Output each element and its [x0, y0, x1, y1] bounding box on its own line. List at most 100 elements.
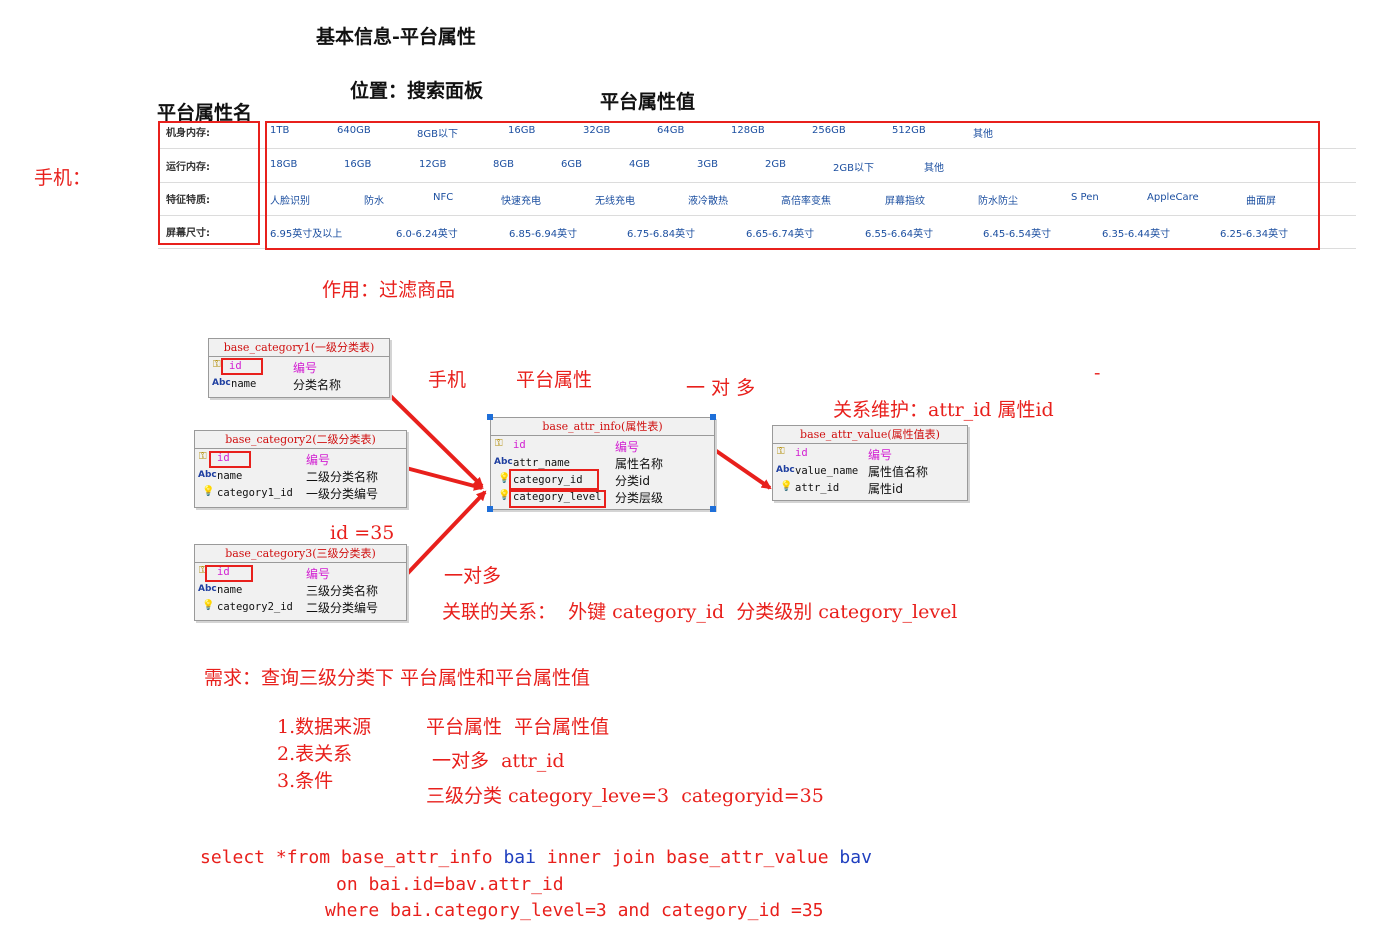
attr-value-link[interactable]: S Pen: [1071, 192, 1099, 203]
attr-value-link[interactable]: 18GB: [270, 159, 298, 170]
key-icon: ⚿: [777, 446, 785, 457]
attr-value-link[interactable]: 2GB以下: [833, 163, 874, 174]
field-desc: 属性id: [868, 482, 903, 496]
attr-name-highlight-box: [158, 121, 260, 245]
arrow-cat3-to-attr: [404, 490, 487, 577]
field-name: id: [217, 452, 230, 464]
entity-base-category1[interactable]: base_category1(一级分类表) ⚿ id 编号 Abc name 分…: [208, 338, 390, 398]
attr-value-link[interactable]: 6GB: [561, 159, 582, 170]
key-icon: ⚿: [213, 359, 221, 370]
attr-value-link[interactable]: 16GB: [344, 159, 372, 170]
attr-value-link[interactable]: 液冷散热: [688, 196, 728, 207]
field-desc: 二级分类编号: [306, 601, 379, 615]
attr-value-link[interactable]: 6.45-6.54英寸: [983, 229, 1052, 240]
attr-value-link[interactable]: NFC: [433, 192, 454, 203]
arrow-cat2-to-attr: [405, 466, 484, 491]
bulb-icon: 💡: [498, 490, 511, 501]
requirement-title: 需求：查询三级分类下 平台属性和平台属性值: [204, 667, 591, 689]
row-label: 特征特质:: [166, 195, 210, 206]
row-label: 屏幕尺寸:: [166, 228, 210, 239]
field-desc: 属性值名称: [868, 465, 929, 479]
attr-value-link[interactable]: 256GB: [812, 125, 846, 136]
field-desc: 分类名称: [293, 378, 342, 392]
abc-icon: Abc: [198, 470, 217, 480]
requirement-item: 3.条件: [277, 770, 334, 792]
bulb-icon: 💡: [202, 600, 215, 611]
attr-value-link[interactable]: 无线充电: [595, 196, 635, 207]
requirement-item: 2.表关系: [277, 743, 353, 765]
sql-text: *from base_attr_info: [265, 847, 504, 868]
attr-value-link[interactable]: 其他: [924, 163, 944, 174]
attr-value-link[interactable]: 6.55-6.64英寸: [865, 229, 934, 240]
attr-value-link[interactable]: 8GB: [493, 159, 514, 170]
attr-value-link[interactable]: 6.35-6.44英寸: [1102, 229, 1171, 240]
attr-value-link[interactable]: 128GB: [731, 125, 765, 136]
attr-value-link[interactable]: 6.95英寸及以上: [270, 229, 343, 240]
field-name: id: [217, 566, 230, 578]
attr-value-link[interactable]: 曲面屏: [1246, 196, 1276, 207]
selection-handle[interactable]: [710, 414, 716, 420]
attr-value-link[interactable]: 6.85-6.94英寸: [509, 229, 578, 240]
sql-line-3: where bai.category_level=3 and category_…: [325, 900, 824, 921]
attr-value-link[interactable]: 高倍率变焦: [781, 196, 831, 207]
key-icon: ⚿: [495, 438, 503, 449]
entity-title: base_attr_info(属性表): [491, 418, 714, 436]
sql-line-2: on bai.id=bav.attr_id: [336, 874, 564, 895]
annotation-relation: 关联的关系： 外键 category_id 分类级别 category_leve…: [442, 601, 958, 623]
field-desc: 属性名称: [615, 457, 664, 471]
field-name: attr_id: [795, 482, 840, 494]
attr-value-link[interactable]: 6.65-6.74英寸: [746, 229, 815, 240]
attr-value-link[interactable]: 12GB: [419, 159, 447, 170]
field-desc: 二级分类名称: [306, 470, 379, 484]
field-name: value_name: [795, 465, 859, 477]
entity-base-category3[interactable]: base_category3(三级分类表) ⚿ id 编号 Abc name 三…: [194, 544, 407, 621]
entity-base-category2[interactable]: base_category2(二级分类表) ⚿ id 编号 Abc name 二…: [194, 430, 407, 508]
phone-label: 手机：: [34, 167, 92, 189]
entity-title: base_category3(三级分类表): [195, 545, 406, 563]
requirement-answer: 三级分类 category_leve=3 categoryid=35: [426, 785, 824, 807]
attr-value-link[interactable]: 6.25-6.34英寸: [1220, 229, 1289, 240]
attr-value-link[interactable]: 快速充电: [501, 196, 541, 207]
field-name: id: [513, 439, 526, 451]
attr-value-link[interactable]: 1TB: [270, 125, 290, 136]
attr-value-link[interactable]: 3GB: [697, 159, 718, 170]
attr-value-link[interactable]: 640GB: [337, 125, 371, 136]
sql-text: inner join base_attr_value: [535, 847, 840, 868]
category-level-highlight: [509, 490, 606, 508]
selection-handle[interactable]: [710, 506, 716, 512]
entity-base-attr-value[interactable]: base_attr_value(属性值表) ⚿ id 编号 Abc value_…: [772, 425, 968, 501]
arrow-attr-to-value: [710, 446, 772, 490]
entity-base-attr-info[interactable]: base_attr_info(属性表) ⚿ id 编号 Abc attr_nam…: [490, 417, 715, 510]
key-icon: ⚿: [199, 451, 207, 462]
field-desc: 分类层级: [615, 491, 664, 505]
attr-value-link[interactable]: 16GB: [508, 125, 536, 136]
attr-value-link[interactable]: 32GB: [583, 125, 611, 136]
attr-value-link[interactable]: 6.75-6.84英寸: [627, 229, 696, 240]
entity-title: base_attr_value(属性值表): [773, 426, 967, 444]
attr-value-link[interactable]: 其他: [973, 129, 993, 140]
field-name: id: [795, 447, 808, 459]
selection-handle[interactable]: [487, 506, 493, 512]
attr-value-link[interactable]: 屏幕指纹: [885, 196, 925, 207]
category-id-highlight: [509, 469, 599, 490]
field-name: category_id: [513, 474, 583, 486]
entity-title: base_category2(二级分类表): [195, 431, 406, 449]
selection-handle[interactable]: [487, 414, 493, 420]
cat1-id-highlight: [221, 358, 263, 375]
attr-value-link[interactable]: 8GB以下: [417, 129, 458, 140]
attr-value-link[interactable]: 6.0-6.24英寸: [396, 229, 458, 240]
field-desc: 编号: [306, 567, 331, 581]
cat3-id-highlight: [205, 565, 253, 582]
attr-value-link[interactable]: 512GB: [892, 125, 926, 136]
attr-value-link[interactable]: AppleCare: [1147, 192, 1199, 203]
abc-icon: Abc: [198, 584, 217, 594]
annotation-one-to-many-top: 一 对 多: [686, 377, 756, 399]
attr-value-link[interactable]: 4GB: [629, 159, 650, 170]
attr-value-link[interactable]: 64GB: [657, 125, 685, 136]
attr-value-highlight-box: [265, 121, 1320, 250]
attr-value-link[interactable]: 防水: [364, 196, 384, 207]
attr-value-link[interactable]: 人脸识别: [270, 196, 310, 207]
attr-value-link[interactable]: 防水防尘: [978, 196, 1018, 207]
attr-value-link[interactable]: 2GB: [765, 159, 786, 170]
annotation-relation-maintain: 关系维护：attr_id 属性id: [833, 399, 1054, 421]
